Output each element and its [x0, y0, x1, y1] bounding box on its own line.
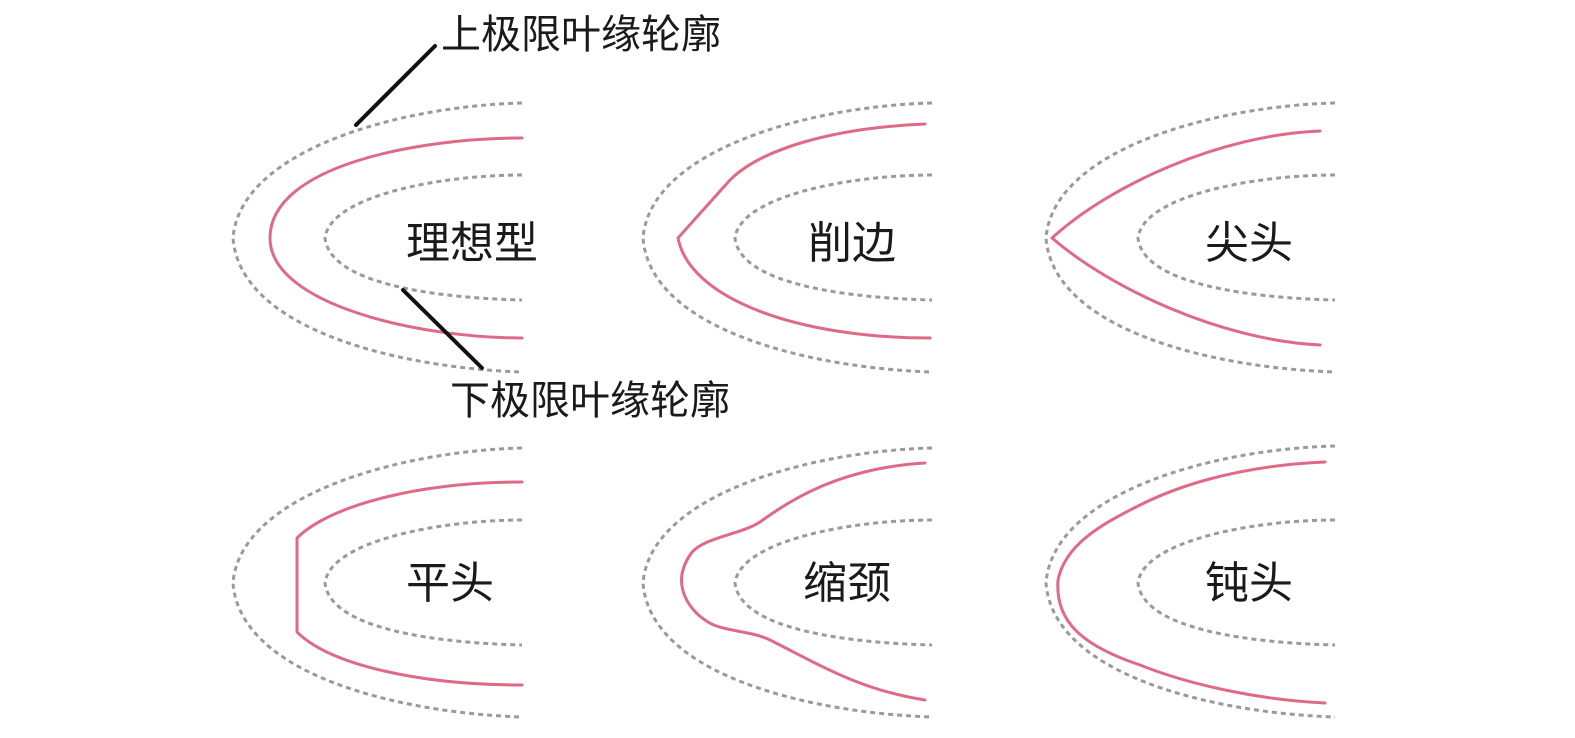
- panel-trimmed: 削边: [641, 101, 933, 374]
- upper-limit-callout: 上极限叶缘轮廓: [441, 12, 721, 58]
- panel-blunt: 钝头: [1044, 444, 1336, 719]
- panel-label: 缩颈: [803, 558, 891, 609]
- blade-contour: [1050, 129, 1322, 347]
- upper-limit-outer: [641, 446, 933, 719]
- upper-limit-outer: [641, 101, 933, 374]
- lower-limit-inner: [733, 173, 933, 302]
- lower-limit-inner: [1136, 518, 1336, 647]
- upper-limit-outer: [1044, 101, 1336, 374]
- panel-necked: 缩颈: [641, 446, 933, 719]
- upper-callout-leader: [354, 44, 437, 127]
- lower-limit-inner: [1136, 173, 1336, 302]
- upper-limit-outer: [1044, 444, 1336, 719]
- lower-limit-inner: [323, 173, 523, 302]
- upper-limit-outer: [231, 446, 523, 719]
- panel-flat: 平头: [231, 446, 524, 719]
- blade-contour: [295, 480, 524, 687]
- panel-label: 尖头: [1205, 218, 1293, 269]
- panel-pointed: 尖头: [1044, 101, 1336, 374]
- panel-label: 钝头: [1205, 558, 1293, 609]
- blade-contour: [268, 136, 524, 340]
- panel-ideal: 理想型: [231, 101, 538, 374]
- lower-limit-callout: 下极限叶缘轮廓: [450, 378, 730, 424]
- blade-contour: [676, 122, 932, 340]
- lower-limit-inner: [733, 518, 933, 647]
- panel-label: 理想型: [406, 218, 538, 269]
- blade-contour: [680, 461, 927, 702]
- lower-callout-leader: [401, 288, 484, 370]
- lower-limit-inner: [323, 518, 523, 647]
- panel-label: 平头: [406, 558, 494, 609]
- panel-label: 削边: [808, 218, 896, 269]
- blade-contour: [1056, 460, 1327, 705]
- upper-limit-outer: [231, 101, 523, 374]
